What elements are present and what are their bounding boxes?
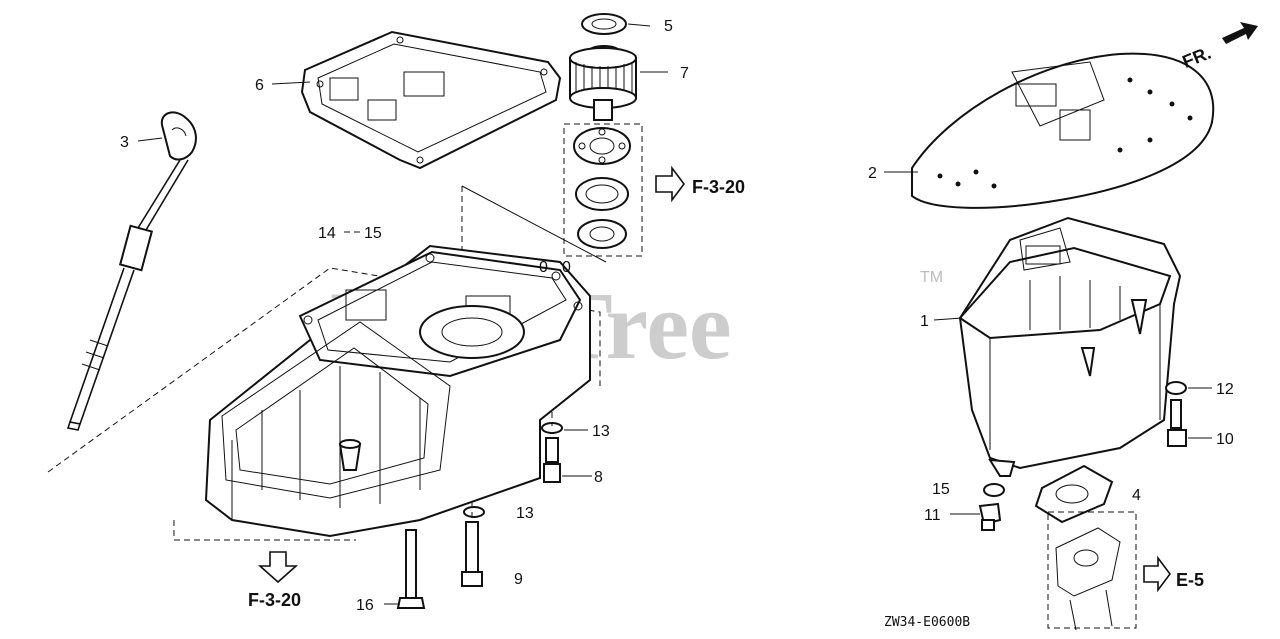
callout-0-right[interactable]: 0: [539, 259, 548, 276]
callout-14[interactable]: 15: [932, 481, 950, 498]
dipstick-part[interactable]: [66, 111, 197, 431]
callout-11[interactable]: 11: [924, 507, 941, 524]
plate-gasket-part[interactable]: [911, 52, 1215, 209]
ref-arrow-upper[interactable]: [655, 165, 685, 203]
callout-10[interactable]: 10: [1216, 431, 1234, 448]
callout-9[interactable]: 9: [514, 571, 523, 588]
ref-label-right[interactable]: E-5: [1176, 570, 1204, 590]
oil-pan-part[interactable]: [958, 216, 1182, 477]
callout-16[interactable]: 16: [356, 597, 374, 614]
callout-8[interactable]: 8: [594, 469, 603, 486]
callout-0-left[interactable]: 15: [364, 225, 382, 242]
exhaust-gasket-part[interactable]: [1034, 464, 1137, 631]
front-indicator-label: FR.: [1180, 43, 1214, 72]
watermark-trademark: TM: [920, 269, 943, 286]
callout-15-left[interactable]: 14: [318, 225, 336, 242]
washer-12-part[interactable]: [1165, 381, 1187, 395]
leader-lines: [137, 23, 1212, 605]
bolt-16-part[interactable]: [396, 529, 426, 609]
callout-1[interactable]: 1: [920, 313, 929, 330]
washer-14-part[interactable]: [983, 483, 1005, 497]
washer-13-lower[interactable]: [463, 506, 485, 518]
circlip-part[interactable]: [581, 13, 627, 35]
callout-13-lower[interactable]: 13: [516, 505, 534, 522]
callout-15-right[interactable]: 0: [562, 259, 571, 276]
bolt-8-part[interactable]: [543, 412, 561, 483]
callout-6[interactable]: 6: [255, 77, 264, 94]
callout-4[interactable]: 4: [1132, 487, 1141, 504]
bolt-9-part[interactable]: [461, 502, 483, 587]
callout-12[interactable]: 12: [1216, 381, 1234, 398]
callout-2[interactable]: 2: [868, 165, 877, 182]
callout-7[interactable]: 7: [680, 65, 689, 82]
ref-arrow-right[interactable]: [1143, 555, 1171, 593]
bolt-11-part[interactable]: [978, 502, 1002, 531]
ref-label-lower[interactable]: F-3-20: [248, 590, 301, 610]
front-arrow-icon: [1222, 22, 1258, 44]
bearing-set[interactable]: [563, 123, 643, 257]
callout-5[interactable]: 5: [664, 18, 673, 35]
bolt-10-part[interactable]: [1167, 399, 1187, 447]
oil-case-main[interactable]: [47, 244, 601, 541]
ref-arrow-lower[interactable]: [257, 551, 299, 584]
callout-13-upper[interactable]: 13: [592, 423, 610, 440]
callout-3[interactable]: 3: [120, 134, 129, 151]
gear-part[interactable]: [569, 45, 637, 121]
drawing-code: ZW34-E0600B: [884, 615, 970, 630]
oil-case-gasket[interactable]: [300, 30, 562, 170]
ref-label-upper[interactable]: F-3-20: [692, 177, 745, 197]
